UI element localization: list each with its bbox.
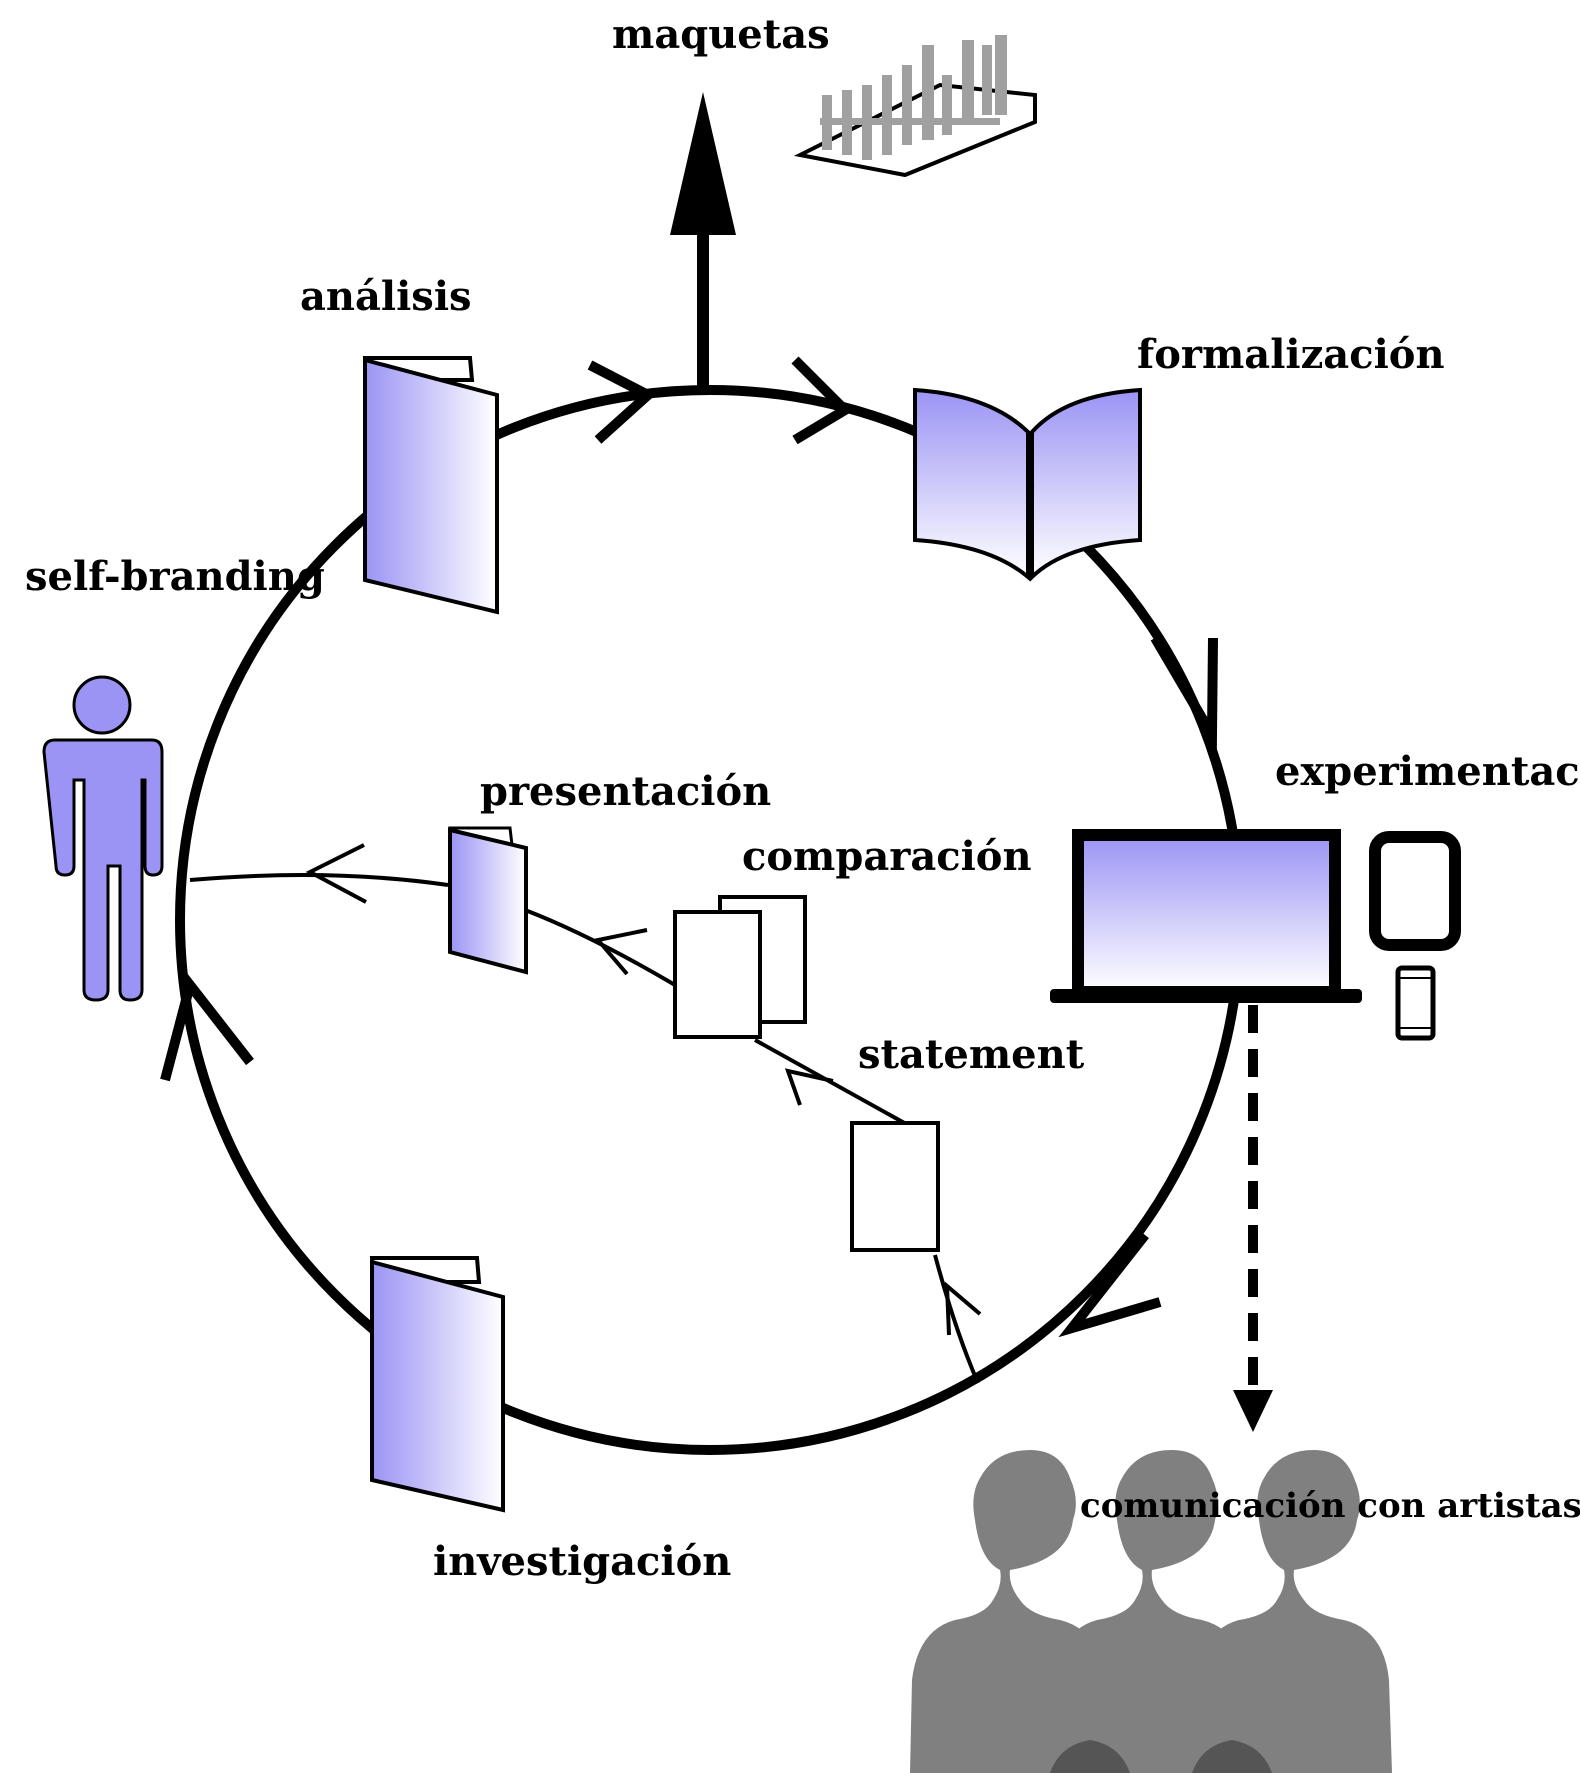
label-presentacion: presentación xyxy=(480,768,771,815)
label-investigacion: investigación xyxy=(433,1538,731,1585)
inner-arrowhead-2 xyxy=(784,1068,834,1106)
person-icon xyxy=(42,675,164,1002)
scale-model-icon xyxy=(793,35,1037,178)
investigacion-booklet-icon xyxy=(369,1256,505,1513)
tablet-icon xyxy=(1369,831,1461,951)
label-comunicacion: comunicación con artistas xyxy=(1080,1486,1580,1526)
formalizacion-open-book-icon xyxy=(913,387,1142,582)
statement-document-icon xyxy=(850,1121,940,1252)
maquetas-arrow xyxy=(670,92,736,392)
label-comparacion: comparación xyxy=(742,833,1032,880)
inner-path xyxy=(189,843,982,1384)
inner-arrowhead-1 xyxy=(944,1281,982,1336)
label-self-branding: self-branding xyxy=(25,553,325,600)
label-experimentacion: experimentación xyxy=(1275,748,1580,795)
arrowhead-left xyxy=(160,973,254,1082)
presentacion-booklet-icon xyxy=(448,826,528,975)
phone-icon xyxy=(1395,965,1436,1041)
arrowhead-right-lower xyxy=(1058,1231,1162,1338)
laptop-icon xyxy=(1050,829,1362,1003)
label-formalizacion: formalización xyxy=(1137,331,1445,378)
arrowhead-top-right xyxy=(791,356,854,445)
label-maquetas: maquetas xyxy=(612,11,830,58)
label-statement: statement xyxy=(858,1031,1085,1078)
communication-dashed-arrow xyxy=(1233,1005,1273,1432)
person-silhouette-right xyxy=(1194,1450,1392,1773)
silhouette-overlap-right xyxy=(1192,1740,1272,1773)
comparacion-documents-icon xyxy=(673,895,807,1039)
inner-arrowhead-3 xyxy=(594,928,648,976)
label-analisis: análisis xyxy=(300,273,472,320)
arrowhead-top-left xyxy=(587,360,657,444)
cycle-arrowheads xyxy=(160,356,1218,1338)
people-silhouettes-icon xyxy=(910,1450,1392,1773)
arrowhead-right-upper xyxy=(1150,635,1218,754)
inner-arrowhead-4 xyxy=(305,843,367,904)
analisis-booklet-icon xyxy=(362,356,499,615)
silhouette-overlap-left xyxy=(1050,1740,1130,1773)
